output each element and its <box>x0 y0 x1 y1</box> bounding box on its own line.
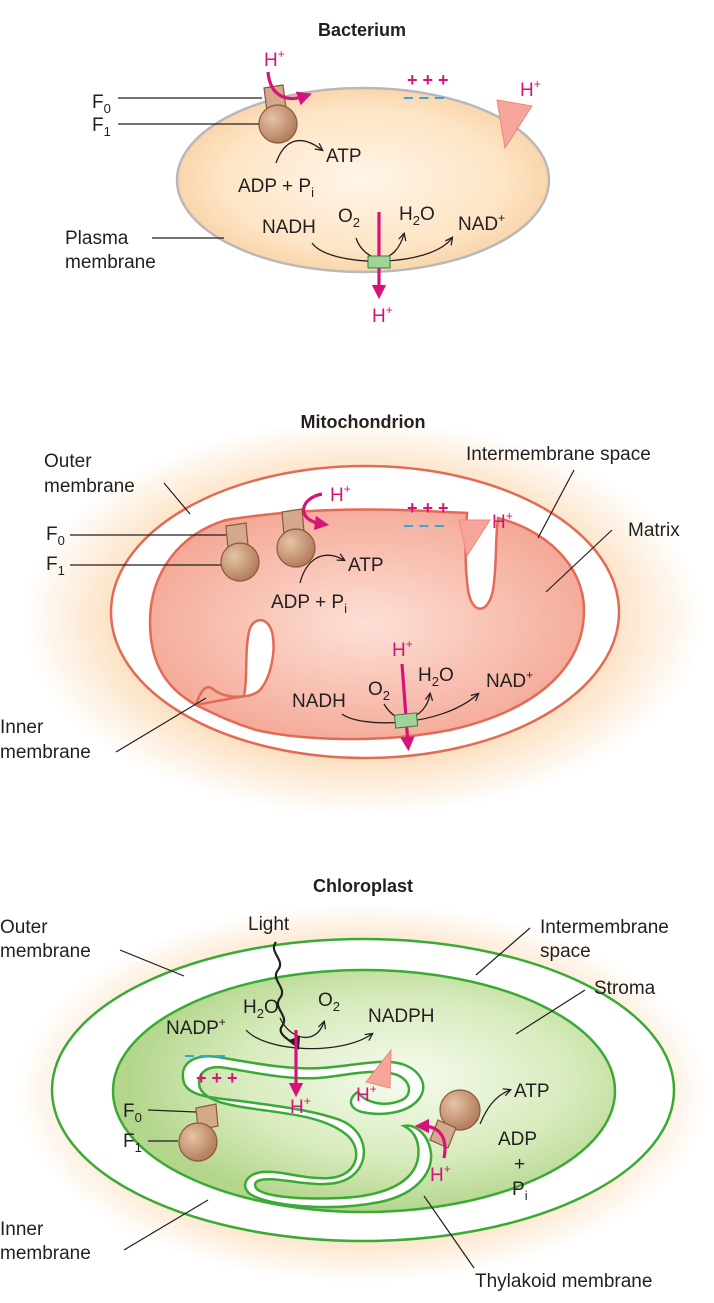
matrix-label: Matrix <box>628 520 680 541</box>
electron-carrier-icon <box>393 712 419 729</box>
proton-gradient-icon <box>365 1048 392 1089</box>
light-wave-arrow <box>272 941 297 1047</box>
inner-membrane-leader <box>123 1199 209 1251</box>
pi-label: Pi <box>512 1179 528 1203</box>
nadph-label: NADPH <box>368 1006 435 1027</box>
f0-label: F0 <box>46 524 65 548</box>
plus-signs: + + + <box>407 498 449 518</box>
h-right-label: H+ <box>520 77 541 101</box>
h-right-label: H+ <box>492 509 513 533</box>
mitochondrion-panel: Mitochondrion H+ F0 F1 ATP ADP + Pi + + … <box>0 412 703 816</box>
atp-arrow <box>479 1090 510 1125</box>
proton-flow-arrow <box>414 1118 447 1159</box>
nad-label: NAD+ <box>458 211 505 235</box>
minus-signs: − − − <box>403 88 445 108</box>
intermembrane-space-label: Intermembrane space <box>466 444 651 465</box>
atp-synthase-icon <box>429 1089 481 1149</box>
atp-label: ATP <box>348 555 384 576</box>
proton-flow-arrow <box>266 71 312 106</box>
outer-membrane-leader <box>119 949 185 977</box>
h-inner-label: H+ <box>392 637 413 661</box>
nadh-label: NADH <box>262 217 316 238</box>
o2-label: O2 <box>318 990 340 1014</box>
matrix-leader <box>545 529 613 593</box>
proton-flow-arrow <box>302 492 330 531</box>
atp-label: ATP <box>326 146 362 167</box>
f1-label: F1 <box>46 554 65 578</box>
f0-label: F0 <box>123 1101 142 1125</box>
water-arrow <box>279 1017 324 1039</box>
h2o-label: H2O <box>243 997 279 1021</box>
f1-label: F1 <box>123 1131 142 1155</box>
h-bottom-label: H+ <box>372 303 393 327</box>
o2-label: O2 <box>368 679 390 703</box>
adp-pi-label: ADP + Pi <box>271 592 347 616</box>
chloroplast-panel: Chloroplast Light H2O O2 NADPH NADP+ − −… <box>0 876 709 1292</box>
intermembrane-space-leader <box>475 927 531 976</box>
stroma-leader <box>515 989 586 1035</box>
h2o-label: H2O <box>399 204 435 228</box>
proton-gradient-icon <box>496 99 533 150</box>
nadh-label: NADH <box>292 691 346 712</box>
thylakoid-membrane-leader <box>423 1195 475 1269</box>
adp-label: ADP <box>498 1129 537 1150</box>
nadp-arrow <box>245 1029 372 1050</box>
plus-label: + <box>514 1154 525 1175</box>
stroma-label: Stroma <box>594 978 656 999</box>
plasma-membrane-ellipse <box>175 86 551 274</box>
plus-signs: + + + <box>407 70 449 90</box>
h-center-label: H+ <box>290 1094 311 1118</box>
f0-leader <box>147 1109 197 1113</box>
bacterium-panel: Bacterium H+ F0 F1 ATP ADP + Pi + + + − … <box>65 20 551 327</box>
intermembrane-space-leader <box>537 469 575 539</box>
proton-pump-arrow <box>400 663 415 752</box>
f1-label: F1 <box>92 115 111 139</box>
thylakoid-membrane-label: Thylakoid membrane <box>475 1271 652 1292</box>
h-top-label: H+ <box>330 482 351 506</box>
inner-membrane-leader <box>115 697 207 753</box>
chloro-inner-membrane <box>111 968 617 1214</box>
minus-signs: − − − <box>403 516 445 536</box>
atp-arrow <box>299 555 344 584</box>
h-top-label: H+ <box>264 47 285 71</box>
bacterium-title: Bacterium <box>318 20 406 40</box>
light-label: Light <box>248 914 290 935</box>
chloroplast-title: Chloroplast <box>313 876 413 896</box>
outer-membrane-leader <box>163 482 191 515</box>
thylakoid-membrane <box>181 1055 433 1209</box>
h2o-label: H2O <box>418 665 454 689</box>
atp-synthase-icon <box>276 508 316 568</box>
plus-signs: + + + <box>196 1068 238 1088</box>
o2-label: O2 <box>338 206 360 230</box>
nad-label: NAD+ <box>486 668 533 692</box>
h-bottom-label: H+ <box>430 1162 451 1186</box>
proton-gradient-icon <box>458 519 491 558</box>
h-right-label: H+ <box>356 1082 377 1106</box>
electron-carrier-icon <box>367 255 391 269</box>
atp-label: ATP <box>514 1081 550 1102</box>
atp-arrow <box>275 140 322 164</box>
adp-pi-label: ADP + Pi <box>238 176 314 200</box>
f0-label: F0 <box>92 92 111 116</box>
atp-synthase-icon <box>178 1103 219 1162</box>
atp-synthase-icon <box>220 522 260 582</box>
mito-inner-membrane <box>148 508 586 741</box>
nadp-label: NADP+ <box>166 1015 226 1039</box>
minus-signs: − − − <box>184 1046 226 1066</box>
